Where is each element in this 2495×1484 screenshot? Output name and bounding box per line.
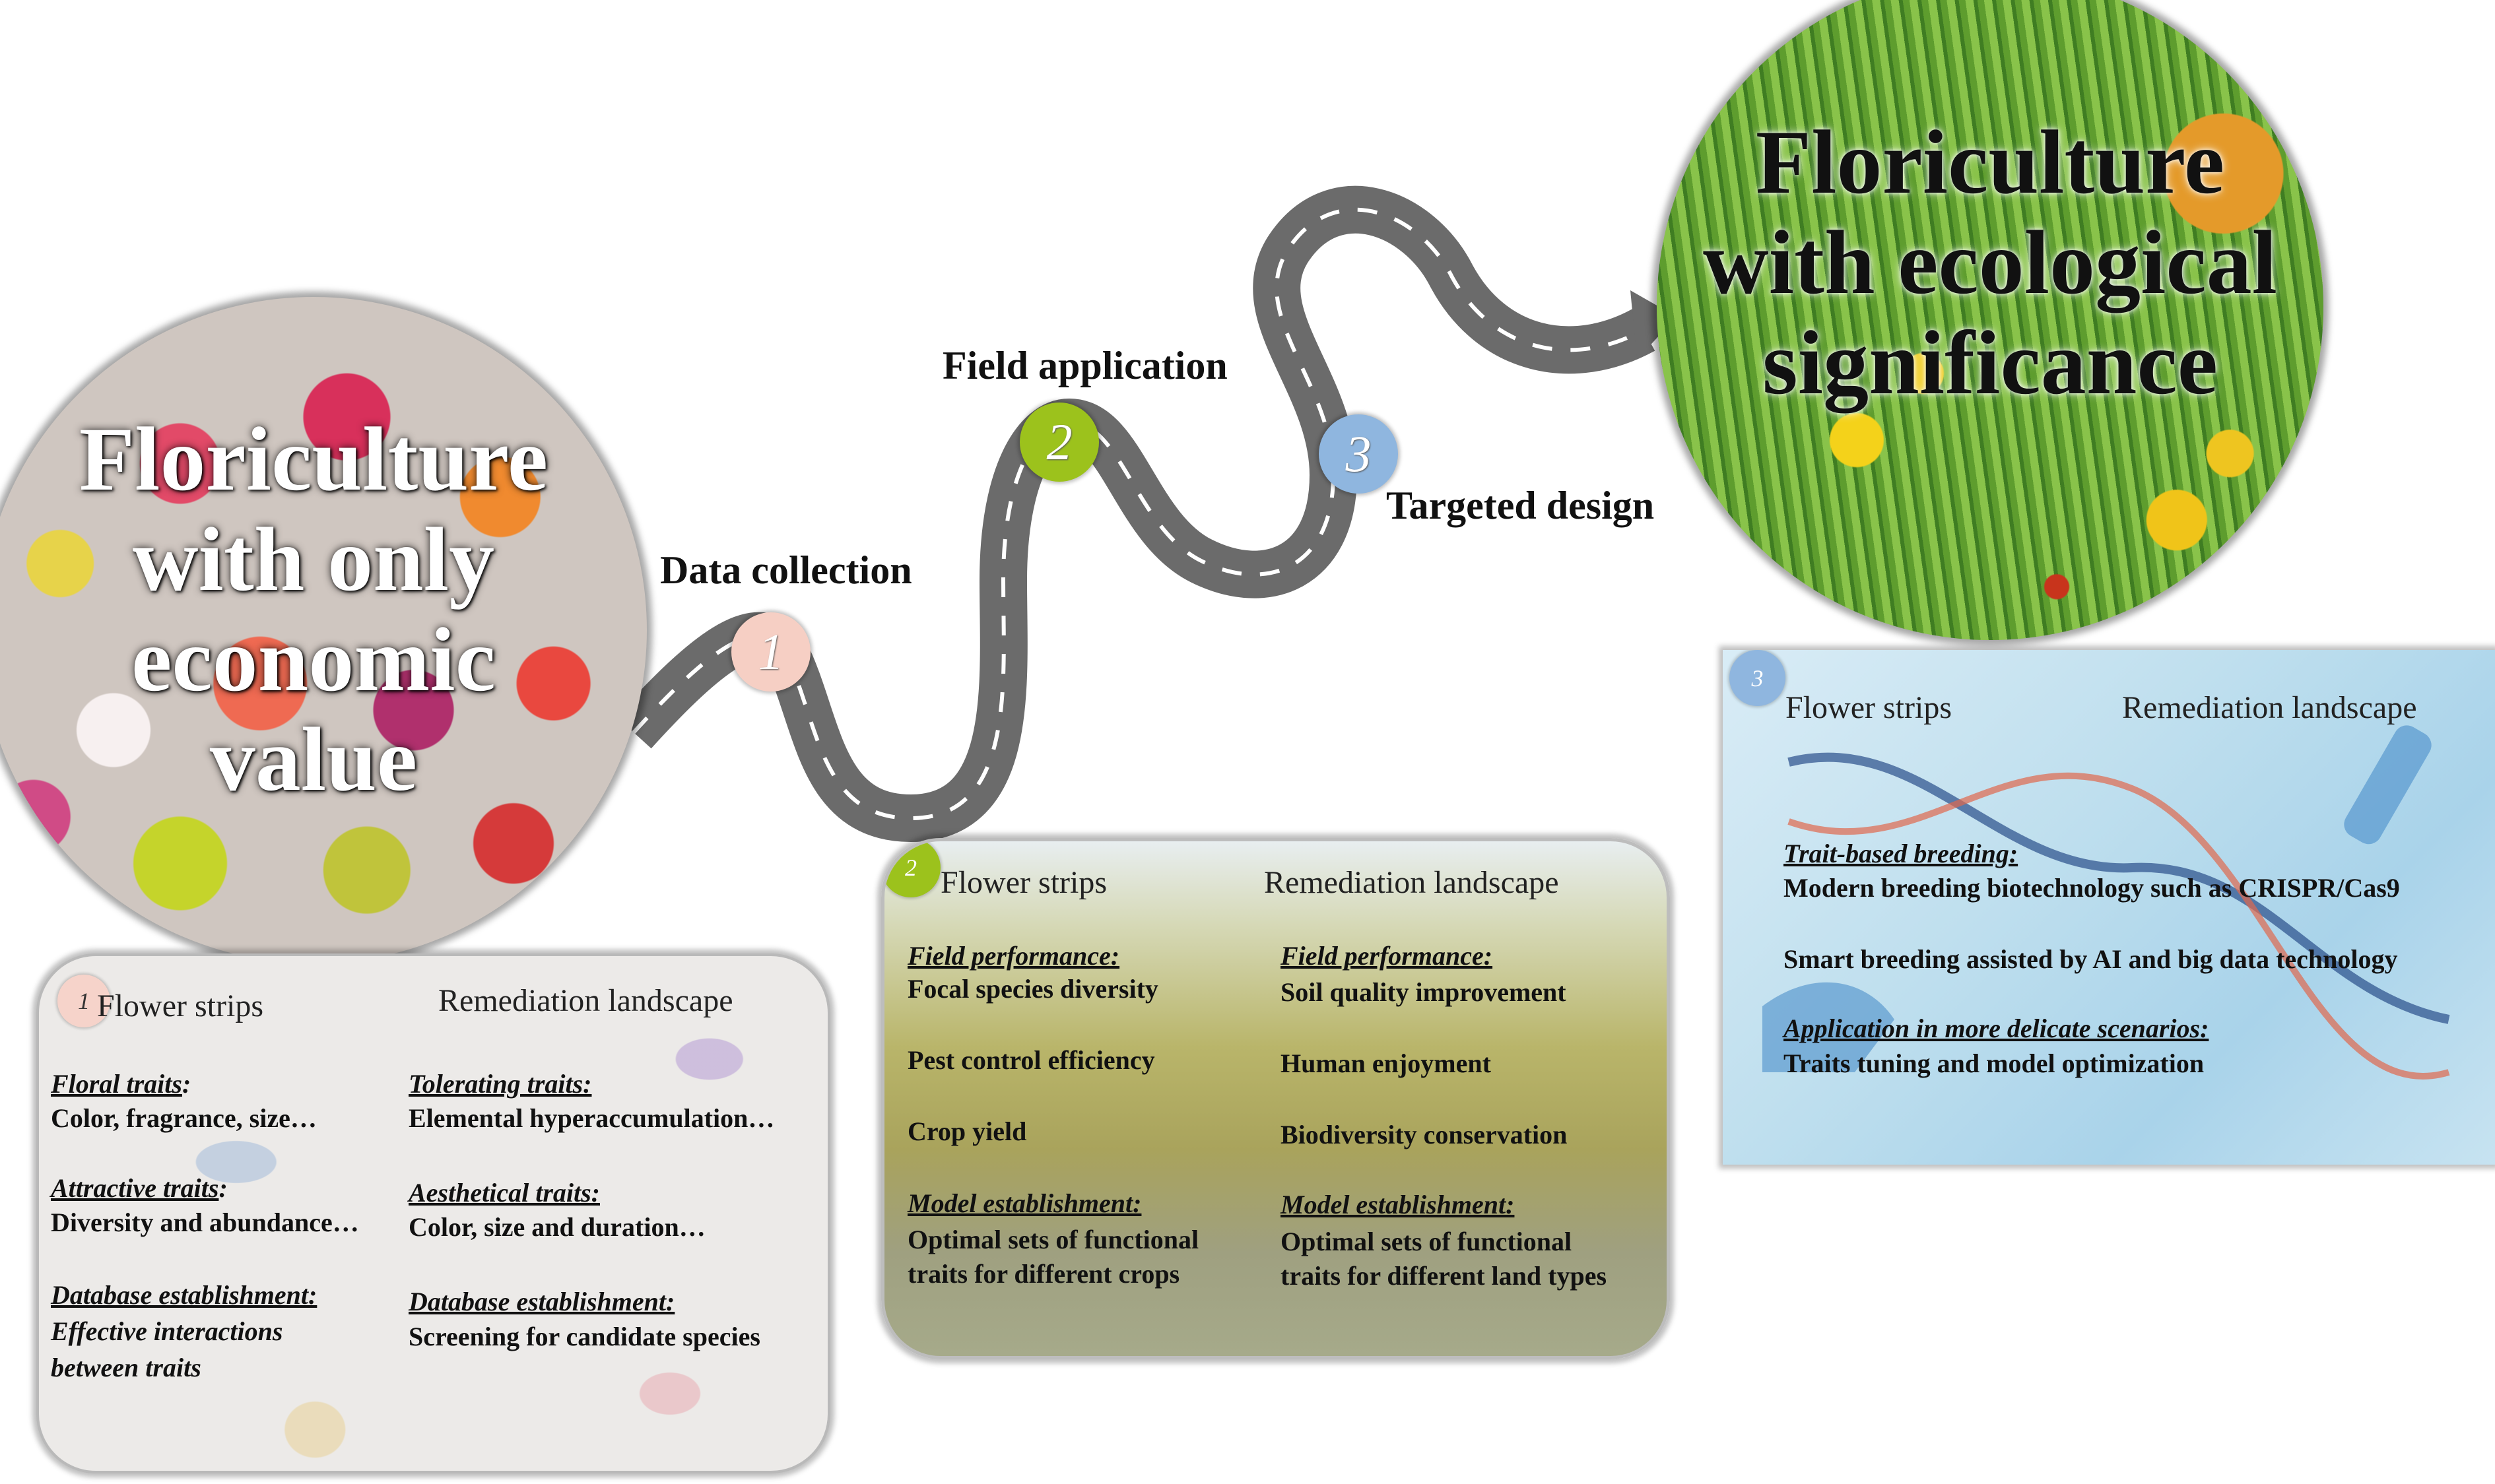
field-performance-item: Soil quality improvement: [1281, 977, 1566, 1007]
title-line: economic: [131, 608, 496, 710]
remediation-landscape-title: Remediation landscape: [438, 983, 733, 1018]
badge-number: 2: [905, 855, 917, 881]
attractive-traits-text: Diversity and abundance…: [51, 1208, 359, 1237]
floral-traits-heading: Floral traits: [51, 1069, 182, 1099]
candidate-species-text: Screening for candidate species: [409, 1322, 760, 1351]
step-number: 3: [1345, 425, 1372, 482]
road-arrowhead: [1630, 290, 1677, 360]
heading-suffix: :: [218, 1173, 228, 1203]
aesthetical-traits-heading: Aesthetical traits:: [409, 1178, 600, 1208]
panel-badge-2: 2: [884, 841, 941, 897]
crispr-text: Modern breeding biotechnology such as CR…: [1783, 873, 2400, 903]
field-performance-item: Biodiversity conservation: [1281, 1120, 1568, 1149]
economic-value-title: Floriculture with only economic value: [0, 409, 647, 810]
flower-strips-title: Flower strips: [1785, 690, 1952, 725]
delicate-scenarios-heading: Application in more delicate scenarios:: [1783, 1014, 2209, 1043]
tolerating-traits-text: Elemental hyperaccumulation…: [409, 1103, 775, 1133]
title-line: with ecological: [1703, 211, 2277, 313]
badge-number: 3: [1751, 664, 1764, 692]
panel-field-application: 2 Flower strips Remediation landscape Fi…: [881, 838, 1670, 1359]
smart-breeding-text: Smart breeding assisted by AI and big da…: [1783, 944, 2398, 974]
title-line: significance: [1762, 311, 2218, 413]
field-performance-item: Human enjoyment: [1281, 1048, 1491, 1078]
attractive-traits-block: Attractive traits:: [51, 1173, 228, 1204]
tolerating-traits-heading: Tolerating traits:: [409, 1069, 592, 1099]
field-performance-item: Focal species diversity: [908, 974, 1158, 1004]
ecological-significance-circle: Floriculture with ecological significanc…: [1657, 0, 2323, 640]
title-line: with only: [132, 508, 495, 610]
model-establishment-text: traits for different land types: [1281, 1261, 1607, 1291]
trait-based-breeding-heading: Trait-based breeding:: [1783, 839, 2018, 868]
panel-badge-3: 3: [1729, 650, 1785, 706]
panel-badge-1: 1: [57, 975, 110, 1027]
flower-strips-title: Flower strips: [97, 988, 263, 1023]
step-label-data-collection: Data collection: [660, 548, 912, 592]
model-establishment-heading: Model establishment:: [1281, 1190, 1515, 1219]
floral-traits-block: Floral traits:: [51, 1068, 191, 1099]
road-markings: [632, 207, 1645, 821]
badge-number: 1: [78, 988, 90, 1014]
ecological-significance-title: Floriculture with ecological significanc…: [1657, 112, 2323, 412]
model-establishment-text: Optimal sets of functional: [908, 1225, 1199, 1254]
remediation-landscape-title: Remediation landscape: [2122, 690, 2417, 725]
panel-data-collection: 1 Flower strips Remediation landscape Fl…: [36, 953, 830, 1473]
database-establishment-text: Effective interactions: [51, 1316, 283, 1346]
floral-traits-text: Color, fragrance, size…: [51, 1103, 317, 1133]
field-performance-heading: Field performance:: [908, 941, 1120, 971]
database-establishment-heading: Database establishment:: [409, 1287, 675, 1316]
model-establishment-heading: Model establishment:: [908, 1188, 1142, 1218]
database-establishment-heading: Database establishment:: [51, 1280, 317, 1310]
model-establishment-text: traits for different crops: [908, 1259, 1180, 1289]
flower-strips-title: Flower strips: [941, 865, 1107, 900]
step-badge-3: 3: [1319, 414, 1398, 494]
traits-tuning-text: Traits tuning and model optimization: [1783, 1048, 2205, 1078]
dna-helix-icon: [1762, 725, 2450, 1080]
field-performance-item: Pest control efficiency: [908, 1045, 1155, 1075]
step-badge-2: 2: [1020, 403, 1099, 482]
attractive-traits-heading: Attractive traits: [51, 1173, 219, 1203]
title-line: Floriculture: [1755, 112, 2225, 212]
title-line: value: [209, 709, 418, 810]
aesthetical-traits-text: Color, size and duration…: [409, 1212, 706, 1242]
remediation-landscape-title: Remediation landscape: [1264, 865, 1559, 900]
economic-value-circle: Floriculture with only economic value: [0, 297, 647, 963]
field-performance-item: Crop yield: [908, 1116, 1027, 1146]
step-label-targeted-design: Targeted design: [1386, 484, 1655, 527]
field-performance-heading: Field performance:: [1281, 941, 1493, 971]
step-number: 1: [758, 623, 784, 680]
model-establishment-text: Optimal sets of functional: [1281, 1227, 1572, 1256]
database-establishment-text: between traits: [51, 1353, 201, 1382]
step-badge-1: 1: [731, 612, 811, 692]
step-label-field-application: Field application: [943, 344, 1228, 387]
step-number: 2: [1046, 413, 1073, 470]
panel-targeted-design: 3 Flower strips Remediation landscape Tr…: [1723, 650, 2495, 1165]
heading-suffix: :: [182, 1069, 191, 1099]
title-line: Floriculture: [79, 408, 549, 509]
